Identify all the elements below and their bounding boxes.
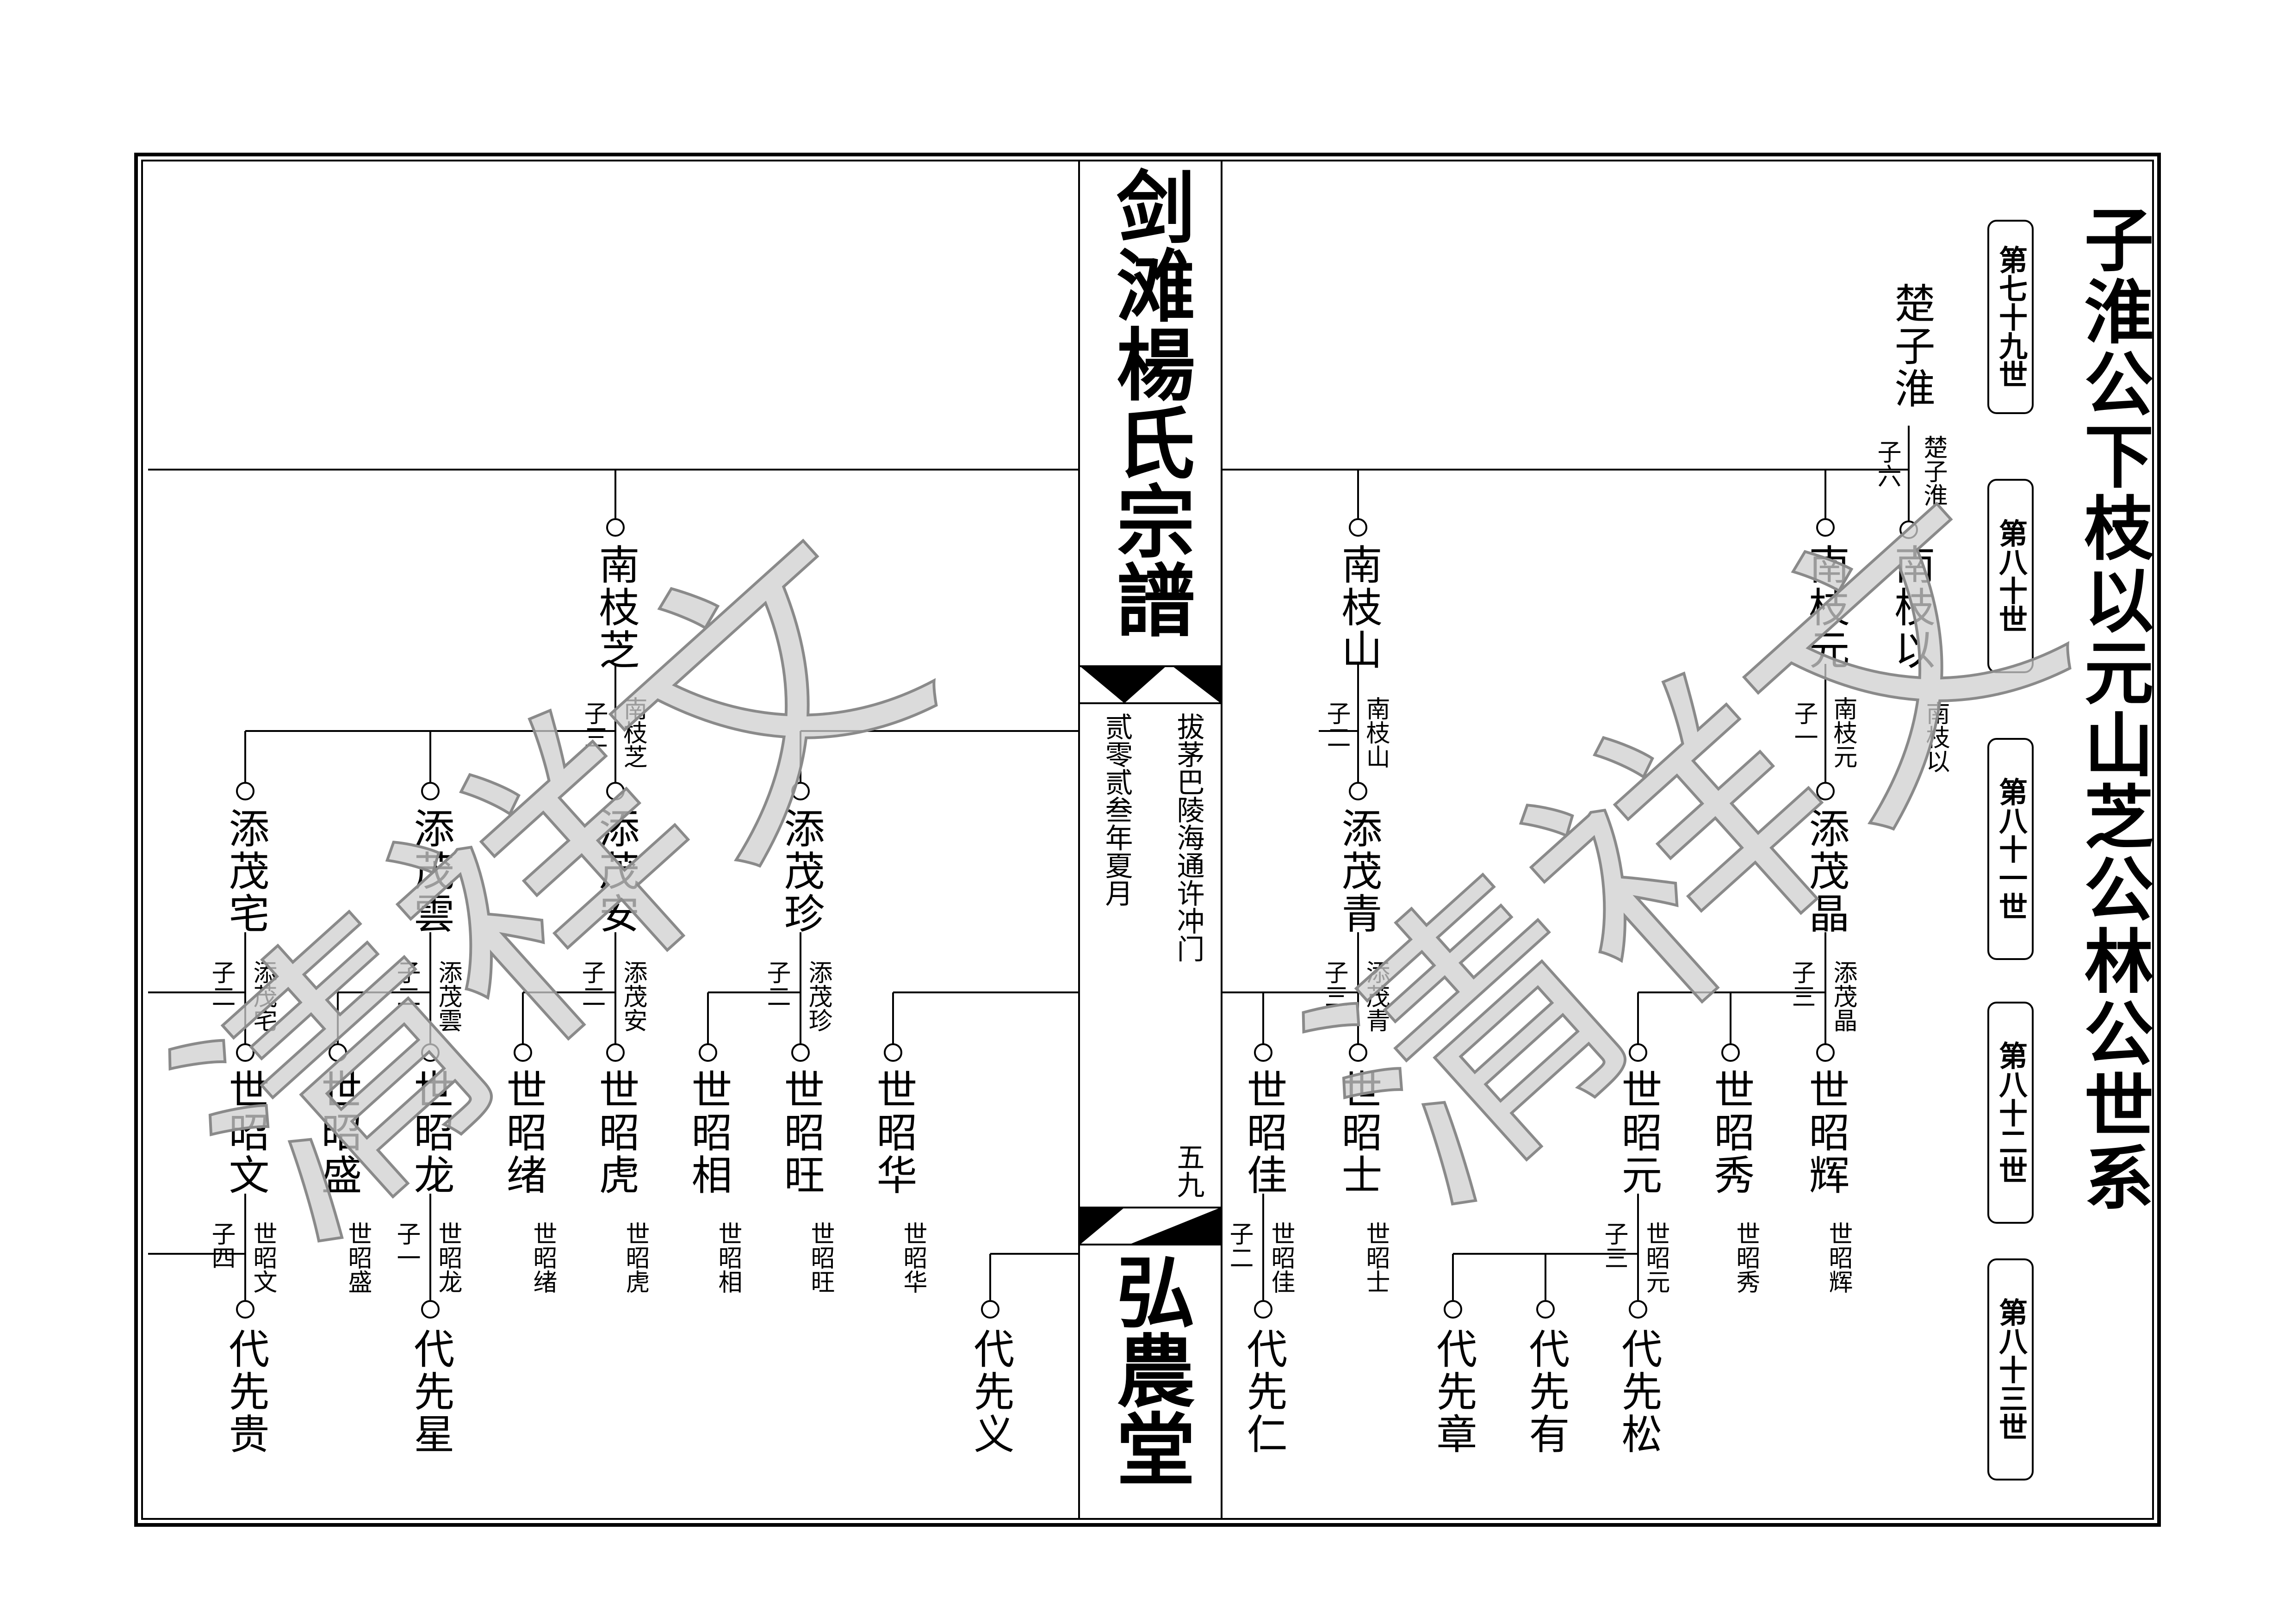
generation-label: 第八十三世 xyxy=(1987,1258,2034,1481)
child-count: 子四 xyxy=(207,1221,235,1270)
person-name: 南枝芝 xyxy=(592,544,640,671)
child-count: 子二 xyxy=(207,960,235,1008)
spine-place: 拔茅巴陵海通许冲门 xyxy=(1172,712,1204,962)
person-note: 世昭虎 xyxy=(621,1221,649,1294)
person-name: 世昭士 xyxy=(1335,1069,1383,1196)
child-count: 子三 xyxy=(1320,960,1348,1008)
main-title: 子淮公下枝以元山芝公林公世系 xyxy=(2073,204,2154,1214)
generation-label: 第八十世 xyxy=(1987,479,2034,673)
generation-label: 第八十二世 xyxy=(1987,1002,2034,1224)
child-count: 子二 xyxy=(392,960,420,1008)
person-name: 代先仁 xyxy=(1240,1328,1288,1456)
person-note: 添茂青 xyxy=(1362,960,1390,1032)
spine-date: 贰零贰叁年夏月 xyxy=(1100,712,1133,907)
outer-border xyxy=(134,153,2161,1527)
person-note: 南枝元 xyxy=(1829,696,1857,768)
person-note: 世昭文 xyxy=(249,1221,277,1294)
person-name: 添茂青 xyxy=(1335,807,1383,935)
spine-title: 剑滩楊氏宗譜 xyxy=(1103,167,1194,638)
person-note: 南枝山 xyxy=(1362,696,1390,768)
person-name: 楚子淮 xyxy=(1888,282,1936,410)
generation-label: 第七十九世 xyxy=(1987,220,2034,414)
child-count: 子六 xyxy=(1873,440,1901,488)
child-count: 子三 xyxy=(1600,1221,1628,1270)
person-name: 添茂晶 xyxy=(1802,807,1850,935)
person-note: 世昭华 xyxy=(899,1221,927,1294)
person-note: 添茂晶 xyxy=(1829,960,1857,1032)
person-note: 南枝以 xyxy=(1922,701,1949,773)
person-name: 代先义 xyxy=(967,1328,1015,1456)
person-name: 添茂珍 xyxy=(777,807,825,935)
person-note: 世昭元 xyxy=(1642,1221,1669,1294)
person-note: 世昭绪 xyxy=(529,1221,557,1294)
person-name: 世昭秀 xyxy=(1707,1069,1755,1196)
child-count: 子二 xyxy=(1322,701,1350,749)
person-name: 添茂安 xyxy=(592,807,640,935)
page-number: 五九 xyxy=(1172,1143,1204,1198)
child-count: 子二 xyxy=(577,960,605,1008)
person-name: 代先松 xyxy=(1615,1328,1663,1456)
person-note: 世昭辉 xyxy=(1824,1221,1852,1294)
person-note: 添茂雲 xyxy=(434,960,462,1032)
person-name: 南枝山 xyxy=(1335,544,1383,671)
person-note: 世昭相 xyxy=(714,1221,742,1294)
person-name: 代先章 xyxy=(1430,1328,1477,1456)
child-count: 子一 xyxy=(1790,701,1818,749)
person-name: 世昭相 xyxy=(685,1069,732,1196)
person-name: 添茂雲 xyxy=(407,807,455,935)
child-count: 子二 xyxy=(763,960,790,1008)
person-name: 世昭文 xyxy=(222,1069,270,1196)
person-note: 世昭士 xyxy=(1362,1221,1390,1294)
child-count: 子二 xyxy=(1225,1221,1253,1270)
generation-label: 第八十一世 xyxy=(1987,738,2034,960)
person-name: 代先星 xyxy=(407,1328,455,1456)
person-name: 世昭华 xyxy=(870,1069,918,1196)
person-name: 世昭旺 xyxy=(777,1069,825,1196)
person-note: 南枝芝 xyxy=(619,696,647,768)
person-note: 楚子淮 xyxy=(1919,435,1947,507)
person-name: 南枝元 xyxy=(1802,544,1850,671)
person-name: 世昭龙 xyxy=(407,1069,455,1196)
child-count: 子三 xyxy=(1787,960,1815,1008)
person-name: 世昭元 xyxy=(1615,1069,1663,1196)
person-note: 世昭秀 xyxy=(1732,1221,1760,1294)
person-name: 世昭绪 xyxy=(500,1069,547,1196)
person-name: 世昭辉 xyxy=(1802,1069,1850,1196)
inner-border xyxy=(141,160,2154,1520)
person-name: 世昭盛 xyxy=(315,1069,362,1196)
person-note: 世昭佳 xyxy=(1267,1221,1295,1294)
child-count: 子一 xyxy=(392,1221,420,1270)
spine-hall-name: 弘農堂 xyxy=(1103,1251,1194,1487)
person-note: 添茂宅 xyxy=(249,960,277,1032)
person-note: 添茂安 xyxy=(619,960,647,1032)
person-note: 添茂珍 xyxy=(804,960,832,1032)
person-name: 代先贵 xyxy=(222,1328,270,1456)
book-spine xyxy=(1078,160,1222,1520)
child-count: 子三 xyxy=(580,701,608,749)
person-name: 添茂宅 xyxy=(222,807,270,935)
person-note: 世昭旺 xyxy=(807,1221,834,1294)
person-name: 代先有 xyxy=(1522,1328,1570,1456)
person-note: 世昭盛 xyxy=(344,1221,372,1294)
person-name: 世昭虎 xyxy=(592,1069,640,1196)
person-note: 世昭龙 xyxy=(434,1221,462,1294)
person-name: 南枝以 xyxy=(1888,544,1936,671)
person-name: 世昭佳 xyxy=(1240,1069,1288,1196)
